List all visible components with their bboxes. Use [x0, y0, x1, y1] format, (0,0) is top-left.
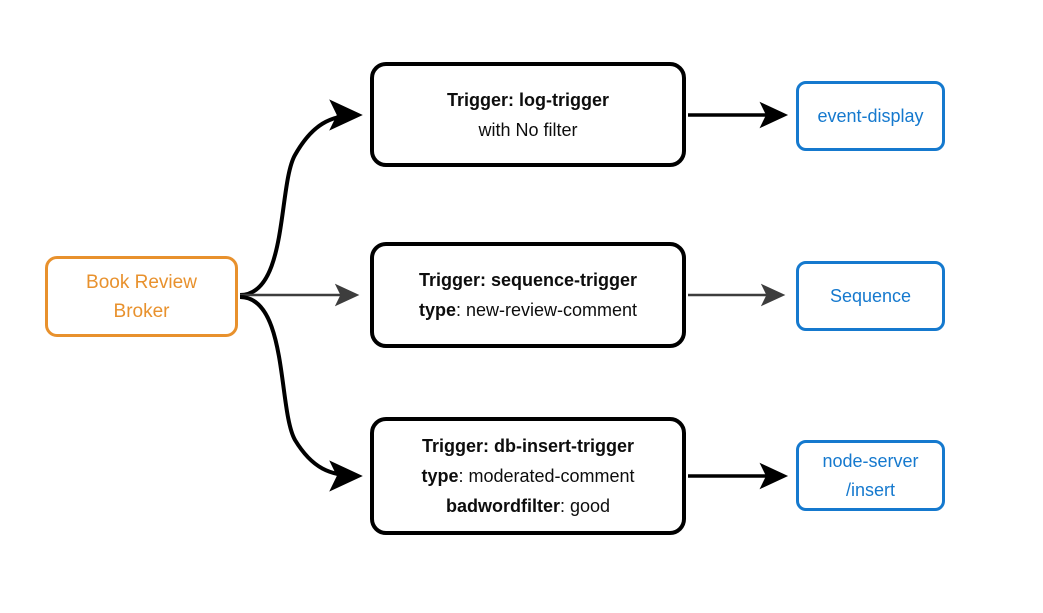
broker-label-line-1: Book Review: [86, 271, 197, 293]
db-insert-trigger-line-1: Trigger: db-insert-trigger: [422, 431, 634, 461]
db-insert-trigger-line-3: badwordfilter: good: [446, 491, 610, 521]
log-trigger-line-1: Trigger: log-trigger: [447, 85, 609, 115]
event-display-label: event-display: [817, 105, 924, 126]
edge-broker-to-log-trigger: [239, 99, 363, 297]
log-trigger-line-2-value: with No filter: [478, 119, 578, 140]
node-event-display[interactable]: event-display: [796, 81, 945, 151]
log-trigger-line-1-key: Trigger: log-trigger: [447, 89, 609, 110]
sequence-trigger-line-2-key: type: [418, 300, 456, 320]
broker-label-line-2: Broker: [113, 300, 170, 322]
node-server-label-line-1: node-server: [822, 450, 919, 471]
db-insert-trigger-line-1-key: Trigger: db-insert-trigger: [421, 436, 634, 456]
node-sequence[interactable]: Sequence: [796, 261, 945, 331]
node-book-review-broker[interactable]: Book Review Broker: [45, 256, 238, 337]
db-insert-trigger-line-2: type: moderated-comment: [421, 461, 634, 491]
node-node-server-insert[interactable]: node-server /insert: [796, 440, 945, 511]
sequence-trigger-line-1: Trigger: sequence-trigger: [419, 265, 637, 295]
edge-broker-to-db-insert-trigger: [239, 295, 363, 492]
db-insert-trigger-line-2-value: : moderated-comment: [458, 466, 635, 486]
node-server-label-line-2: /insert: [845, 479, 896, 500]
db-insert-trigger-line-3-key: badwordfilter: [445, 496, 560, 516]
node-db-insert-trigger[interactable]: Trigger: db-insert-trigger type: moderat…: [370, 417, 686, 535]
sequence-trigger-line-2-value: : new-review-comment: [455, 300, 638, 320]
sequence-label: Sequence: [829, 285, 912, 306]
sequence-trigger-line-1-key: Trigger: sequence-trigger: [418, 270, 638, 290]
db-insert-trigger-line-3-value: : good: [559, 496, 611, 516]
db-insert-trigger-line-2-key: type: [421, 466, 459, 486]
log-trigger-line-2: with No filter: [478, 115, 577, 145]
node-log-trigger[interactable]: Trigger: log-trigger with No filter: [370, 62, 686, 167]
sequence-trigger-line-2: type: new-review-comment: [419, 295, 637, 325]
node-sequence-trigger[interactable]: Trigger: sequence-trigger type: new-revi…: [370, 242, 686, 348]
